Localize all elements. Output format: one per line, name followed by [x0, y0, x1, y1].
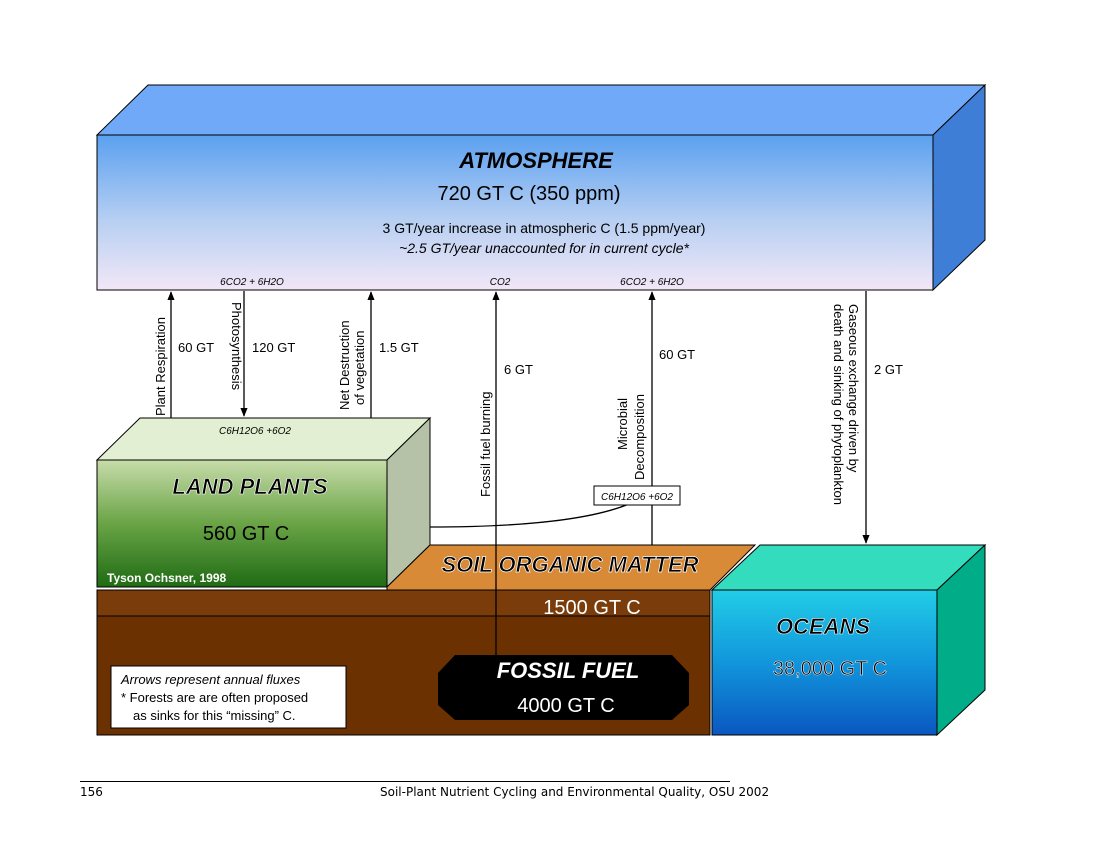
net-destruction-value: 1.5 GT	[379, 340, 419, 355]
atmosphere-amount: 720 GT C (350 ppm)	[437, 183, 620, 205]
net-destruction-label1: Net Destruction	[337, 320, 352, 410]
plant-respiration-value: 60 GT	[178, 340, 214, 355]
oceans-title: OCEANS	[776, 614, 870, 639]
atmosphere-line2: ~2.5 GT/year unaccounted for in current …	[399, 240, 689, 256]
soil-amount: 1500 GT C	[543, 597, 640, 619]
microbial-value: 60 GT	[659, 347, 695, 362]
soil-title: SOIL ORGANIC MATTER	[441, 552, 698, 577]
land-plants-amount: 560 GT C	[203, 523, 289, 545]
soil-sugar-box	[593, 485, 681, 506]
microbial-label2: Decomposition	[632, 394, 647, 480]
fossil-title: FOSSIL FUEL	[497, 658, 640, 683]
ocean-exchange-label2: death and sinking of phytoplankton	[831, 304, 846, 505]
formula-co2: CO2	[490, 277, 511, 288]
footer-text: Soil-Plant Nutrient Cycling and Environm…	[380, 785, 770, 799]
ocean-exchange-value: 2 GT	[874, 362, 903, 377]
oceans-amount: 38,000 GT C	[773, 658, 887, 680]
land-plants-box: C6H12O6 +6O2 LAND PLANTS 560 GT C Tyson …	[95, 416, 432, 589]
footer-page-number: 156	[80, 785, 103, 799]
fossil-fuel-box: FOSSIL FUEL 4000 GT C	[438, 655, 689, 720]
legend-note: Arrows represent annual fluxes * Forests…	[110, 665, 347, 729]
atmosphere-title: ATMOSPHERE	[458, 148, 614, 173]
ocean-exchange-label1: Gaseous exchange driven by	[846, 304, 861, 473]
fossil-burning-label: Fossil fuel burning	[478, 392, 493, 498]
plant-respiration-label: Plant Respiration	[153, 317, 168, 416]
fossil-amount: 4000 GT C	[517, 695, 614, 717]
photosynthesis-label: Photosynthesis	[229, 302, 244, 391]
footer-rule	[80, 781, 730, 782]
formula-microbial-top: 6CO2 + 6H2O	[620, 277, 684, 288]
atmosphere-box: ATMOSPHERE 720 GT C (350 ppm) 3 GT/year …	[95, 83, 987, 292]
note-line1: Arrows represent annual fluxes	[120, 672, 301, 687]
atmosphere-line1: 3 GT/year increase in atmospheric C (1.5…	[383, 220, 706, 236]
formula-photosynthesis-top: 6CO2 + 6H2O	[220, 277, 284, 288]
formula-plants-sugar: C6H12O6 +6O2	[219, 426, 291, 437]
land-plants-credit: Tyson Ochsner, 1998	[107, 571, 226, 585]
fossil-burning-value: 6 GT	[504, 362, 533, 377]
land-plants-title: LAND PLANTS	[172, 474, 328, 499]
photosynthesis-value: 120 GT	[252, 340, 295, 355]
net-destruction-label2: of vegetation	[352, 331, 367, 405]
formula-soil-sugar: C6H12O6 +6O2	[601, 492, 673, 503]
note-line2: * Forests are are often proposed	[121, 690, 308, 705]
note-line3: as sinks for this “missing” C.	[133, 708, 296, 723]
oceans-box: OCEANS 38,000 GT C	[710, 543, 987, 737]
microbial-label1: Microbial	[615, 398, 630, 450]
